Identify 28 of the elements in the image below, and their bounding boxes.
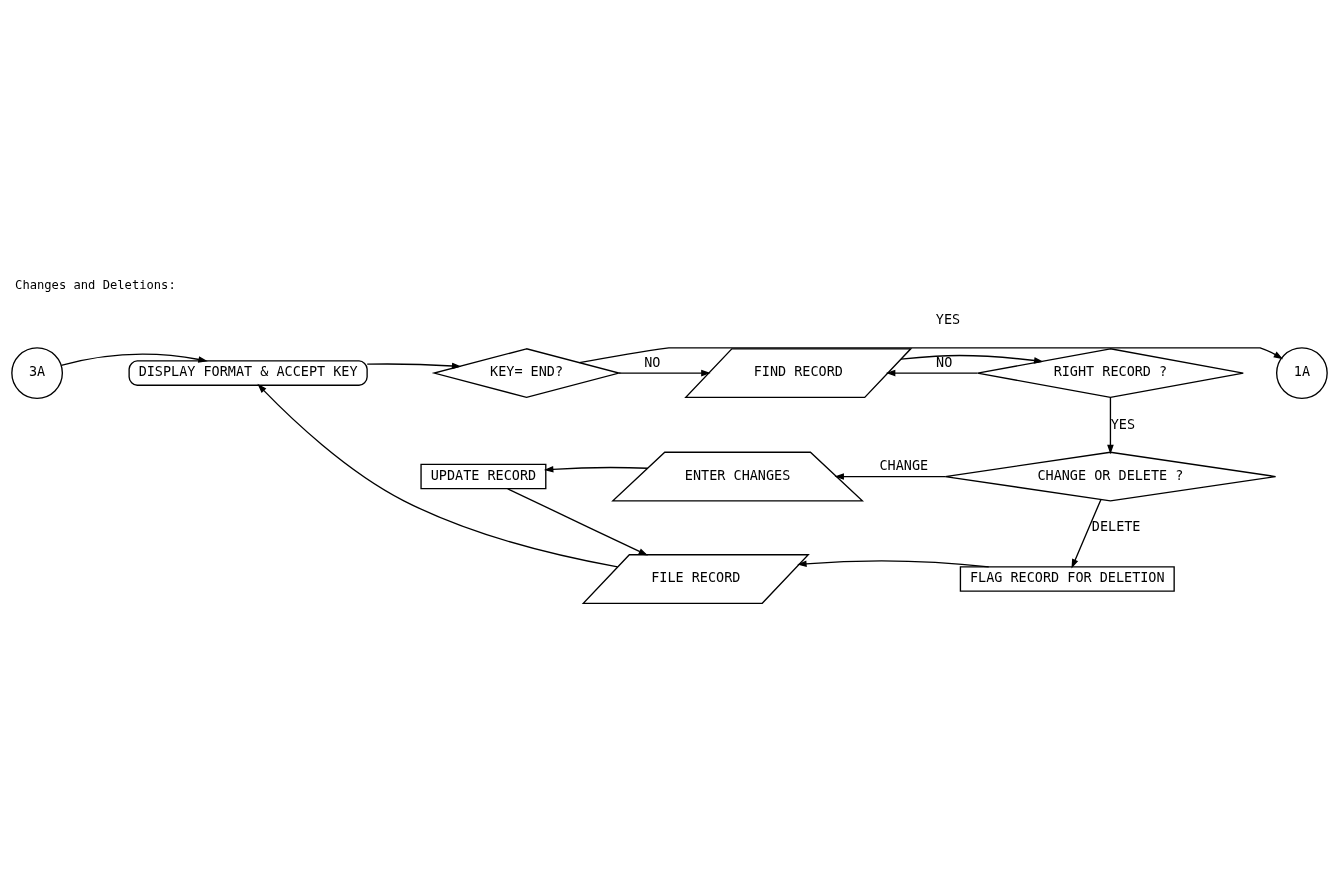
node-circle: 1A [1276,347,1328,399]
edge-label: NO [644,354,661,371]
edge-label: YES [935,311,961,328]
edge-label: NO [936,354,953,371]
arrow [506,488,648,556]
node-diamond: KEY= END? [431,348,622,399]
edge-label: CHANGE [879,457,929,474]
arrow [60,353,208,367]
arrow [797,560,990,568]
node-diamond: CHANGE OR DELETE ? [944,451,1277,502]
arrow [1071,499,1102,569]
arrow [366,362,462,370]
arrow [900,354,1044,364]
node-box: UPDATE RECORD [420,463,547,490]
arrow [1107,396,1114,455]
node-box: DISPLAY FORMAT & ACCEPT KEY [128,360,368,386]
arrow [618,369,711,377]
edge-label: YES [1110,415,1136,432]
node-diamond: RIGHT RECORD ? [976,348,1244,399]
arrow [543,466,649,473]
arrow [885,369,979,377]
node-circle: 3A [11,347,64,399]
node-box: FLAG RECORD FOR DELETION [959,566,1175,592]
arrow [578,347,1284,364]
arrow [834,473,946,480]
edge-label: DELETE [1091,518,1141,535]
arrow [257,383,619,568]
diagram-title: Changes and Deletions: [15,278,176,293]
